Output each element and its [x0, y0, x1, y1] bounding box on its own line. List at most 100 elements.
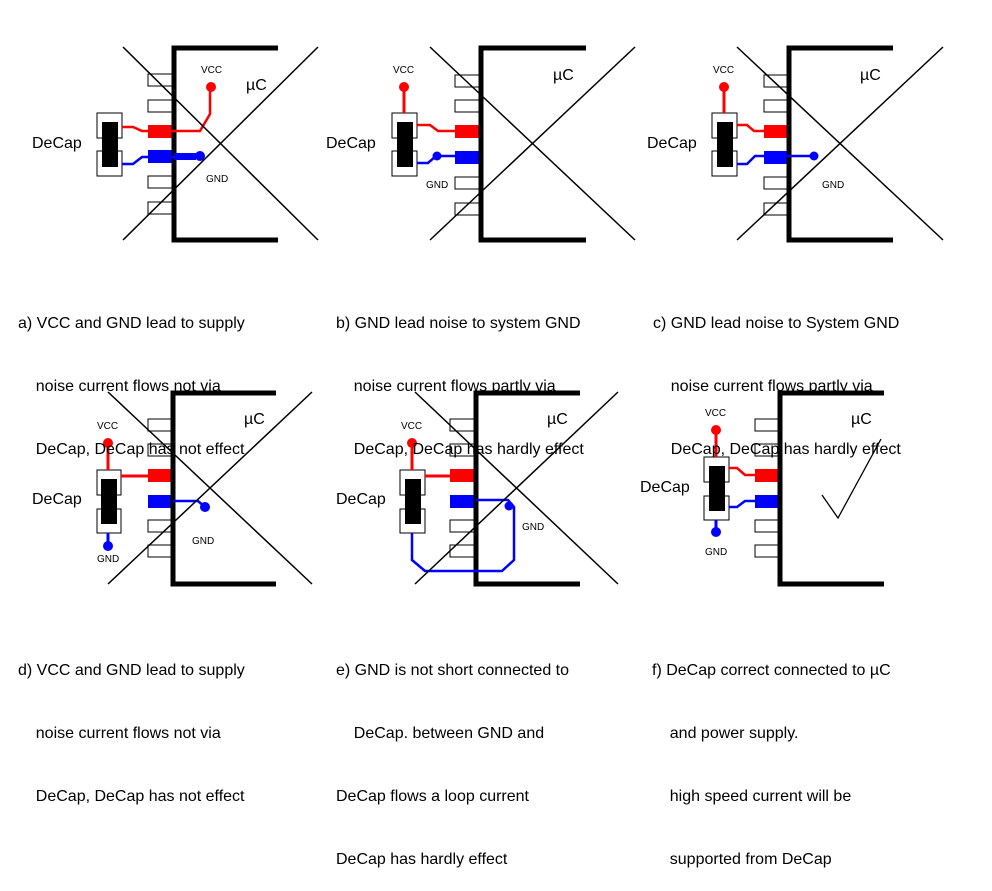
vcc-node: [103, 438, 113, 448]
vcc-node: [399, 82, 409, 92]
vcc-label: VCC: [201, 65, 222, 76]
gnd-node: [103, 541, 113, 551]
pin: [454, 74, 482, 88]
gnd-node: [432, 151, 442, 161]
panel-e: DeCap µC VCC GND: [336, 390, 619, 587]
decap-label: DeCap: [326, 135, 376, 152]
gnd-label: GND: [97, 554, 119, 565]
gnd-trace-wide: [174, 153, 196, 160]
gnd-pin: [450, 495, 476, 508]
pin: [763, 99, 790, 113]
decap-label: DeCap: [32, 135, 82, 152]
gnd-node: [504, 501, 514, 511]
panel-b: DeCap µC VCC GND: [326, 45, 636, 243]
chip-body: [478, 45, 586, 243]
decap-label: DeCap: [336, 491, 386, 508]
pin: [763, 176, 790, 190]
vcc-pin: [755, 469, 780, 482]
caption-line: noise current flows partly via: [336, 378, 556, 395]
caption-line: DeCap. between GND and: [336, 725, 545, 742]
decap-body: [717, 122, 733, 167]
caption-line: DeCap, DeCap has hardly effect: [653, 441, 901, 458]
pin: [147, 99, 175, 113]
gnd-label: GND: [822, 180, 844, 191]
pin: [754, 544, 781, 558]
vcc-label: VCC: [705, 408, 726, 419]
gnd-pin: [455, 151, 481, 164]
gnd-label: GND: [705, 547, 727, 558]
chip-body: [786, 45, 893, 243]
uc-label: µC: [244, 411, 265, 428]
gnd-label: GND: [206, 174, 228, 185]
vcc-pin-trace: [737, 123, 764, 133]
vcc-label: VCC: [713, 65, 734, 76]
caption-line: f) DeCap correct connected to µC: [652, 662, 891, 679]
uc-label: µC: [246, 77, 267, 94]
panel-d: DeCap µC VCC GND GND: [32, 390, 313, 587]
caption-a: a) VCC and GND lead to supply noise curr…: [18, 271, 245, 481]
uc-label: µC: [553, 67, 574, 84]
gnd-pin: [148, 495, 173, 508]
uc-label: µC: [547, 411, 568, 428]
decap-body: [397, 122, 413, 167]
vcc-pin-trace: [729, 466, 755, 477]
gnd-pin: [764, 151, 789, 164]
caption-line: noise current flows partly via: [653, 378, 873, 395]
cross-mark-line: [107, 391, 313, 585]
chip-body: [777, 390, 884, 587]
uc-label: µC: [860, 67, 881, 84]
vcc-label: VCC: [401, 421, 422, 432]
vcc-pin: [764, 125, 789, 138]
gnd-loop-trace: [410, 498, 516, 573]
gnd-node: [195, 151, 205, 161]
gnd-pin-trace: [729, 499, 755, 509]
panel-c: DeCap µC VCC GND: [647, 45, 944, 243]
vcc-trace: [122, 88, 212, 133]
caption-c: c) GND lead noise to System GND noise cu…: [653, 271, 901, 481]
pin: [754, 519, 781, 533]
vcc-pin-trace: [417, 123, 455, 133]
vcc-label: VCC: [97, 421, 118, 432]
vcc-node: [206, 82, 216, 92]
decap-body: [101, 479, 117, 524]
caption-line: e) GND is not short connected to: [336, 662, 569, 679]
cross-mark-line: [122, 46, 319, 241]
checkmark-icon: [821, 438, 882, 520]
caption-line: noise current flows not via: [18, 725, 221, 742]
decap-diagram: DeCap µC VCC GND DeCap µC VCC GND: [32, 45, 944, 587]
vcc-node: [719, 82, 729, 92]
gnd-node: [809, 151, 819, 161]
gnd-pin-node: [200, 502, 210, 512]
caption-line: high speed current will be: [652, 788, 852, 805]
decap-body: [405, 479, 421, 524]
caption-line: d) VCC and GND lead to supply: [18, 662, 245, 679]
caption-line: supported from DeCap: [652, 851, 832, 868]
vcc-node: [711, 425, 721, 435]
gnd-node: [711, 527, 721, 537]
gnd-pin: [755, 495, 780, 508]
vcc-label: VCC: [393, 65, 414, 76]
cross-mark-line: [736, 46, 944, 241]
caption-line: DeCap has hardly effect: [336, 851, 508, 868]
gnd-label: GND: [426, 180, 448, 191]
vcc-pin: [450, 469, 476, 482]
caption-d: d) VCC and GND lead to supply noise curr…: [18, 618, 245, 828]
vcc-node: [407, 438, 417, 448]
caption-line: DeCap, DeCap has hardly effect: [336, 441, 584, 458]
pin: [454, 99, 482, 113]
decap-label: DeCap: [32, 491, 82, 508]
decap-label: DeCap: [640, 479, 690, 496]
pin: [147, 175, 175, 189]
caption-line: noise current flows not via: [18, 378, 221, 395]
chip-body: [170, 390, 276, 587]
caption-line: DeCap, DeCap has not effect: [18, 788, 245, 805]
caption-line: and power supply.: [652, 725, 799, 742]
gnd-label: GND: [522, 522, 544, 533]
gnd-trace: [737, 154, 814, 166]
vcc-pin: [148, 469, 173, 482]
cross-mark-line: [429, 46, 636, 241]
caption-b: b) GND lead noise to system GND noise cu…: [336, 271, 584, 481]
gnd-trace: [417, 154, 455, 165]
gnd-label: GND: [192, 536, 214, 547]
caption-line: DeCap flows a loop current: [336, 788, 529, 805]
